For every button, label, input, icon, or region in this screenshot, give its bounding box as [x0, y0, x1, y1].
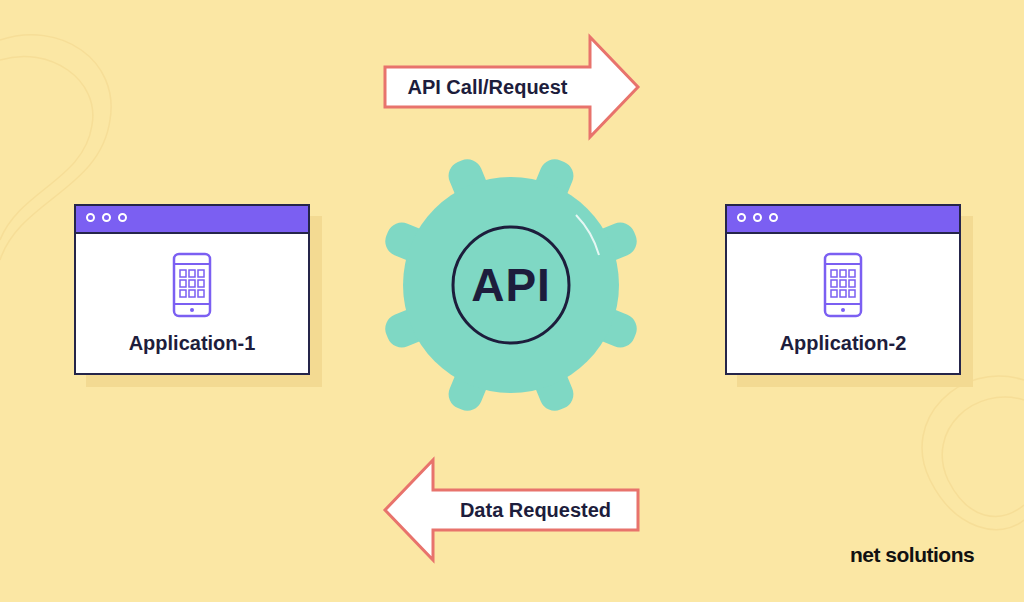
window-dot: [86, 213, 95, 222]
application-window: Application-2: [725, 204, 961, 375]
phone-icon: [823, 252, 863, 318]
application-name: Application-2: [727, 332, 959, 355]
window-dot: [118, 213, 127, 222]
application-window: Application-1: [74, 204, 310, 375]
window-title-bar: [76, 206, 308, 234]
window-dot: [753, 213, 762, 222]
brand-logo: net solutions: [850, 543, 974, 567]
api-label: API: [471, 258, 551, 312]
window-title-bar: [727, 206, 959, 234]
window-dot: [102, 213, 111, 222]
application-name: Application-1: [76, 332, 308, 355]
gear-label-holder: API: [371, 145, 651, 425]
window-dot: [737, 213, 746, 222]
arrow-label: Data Requested: [458, 499, 613, 522]
api-gear: API: [371, 145, 651, 425]
block-arrow: [385, 460, 638, 560]
phone-icon: [172, 252, 212, 318]
arrow-label: API Call/Request: [405, 76, 569, 99]
window-dot: [769, 213, 778, 222]
block-arrow: [385, 37, 638, 137]
